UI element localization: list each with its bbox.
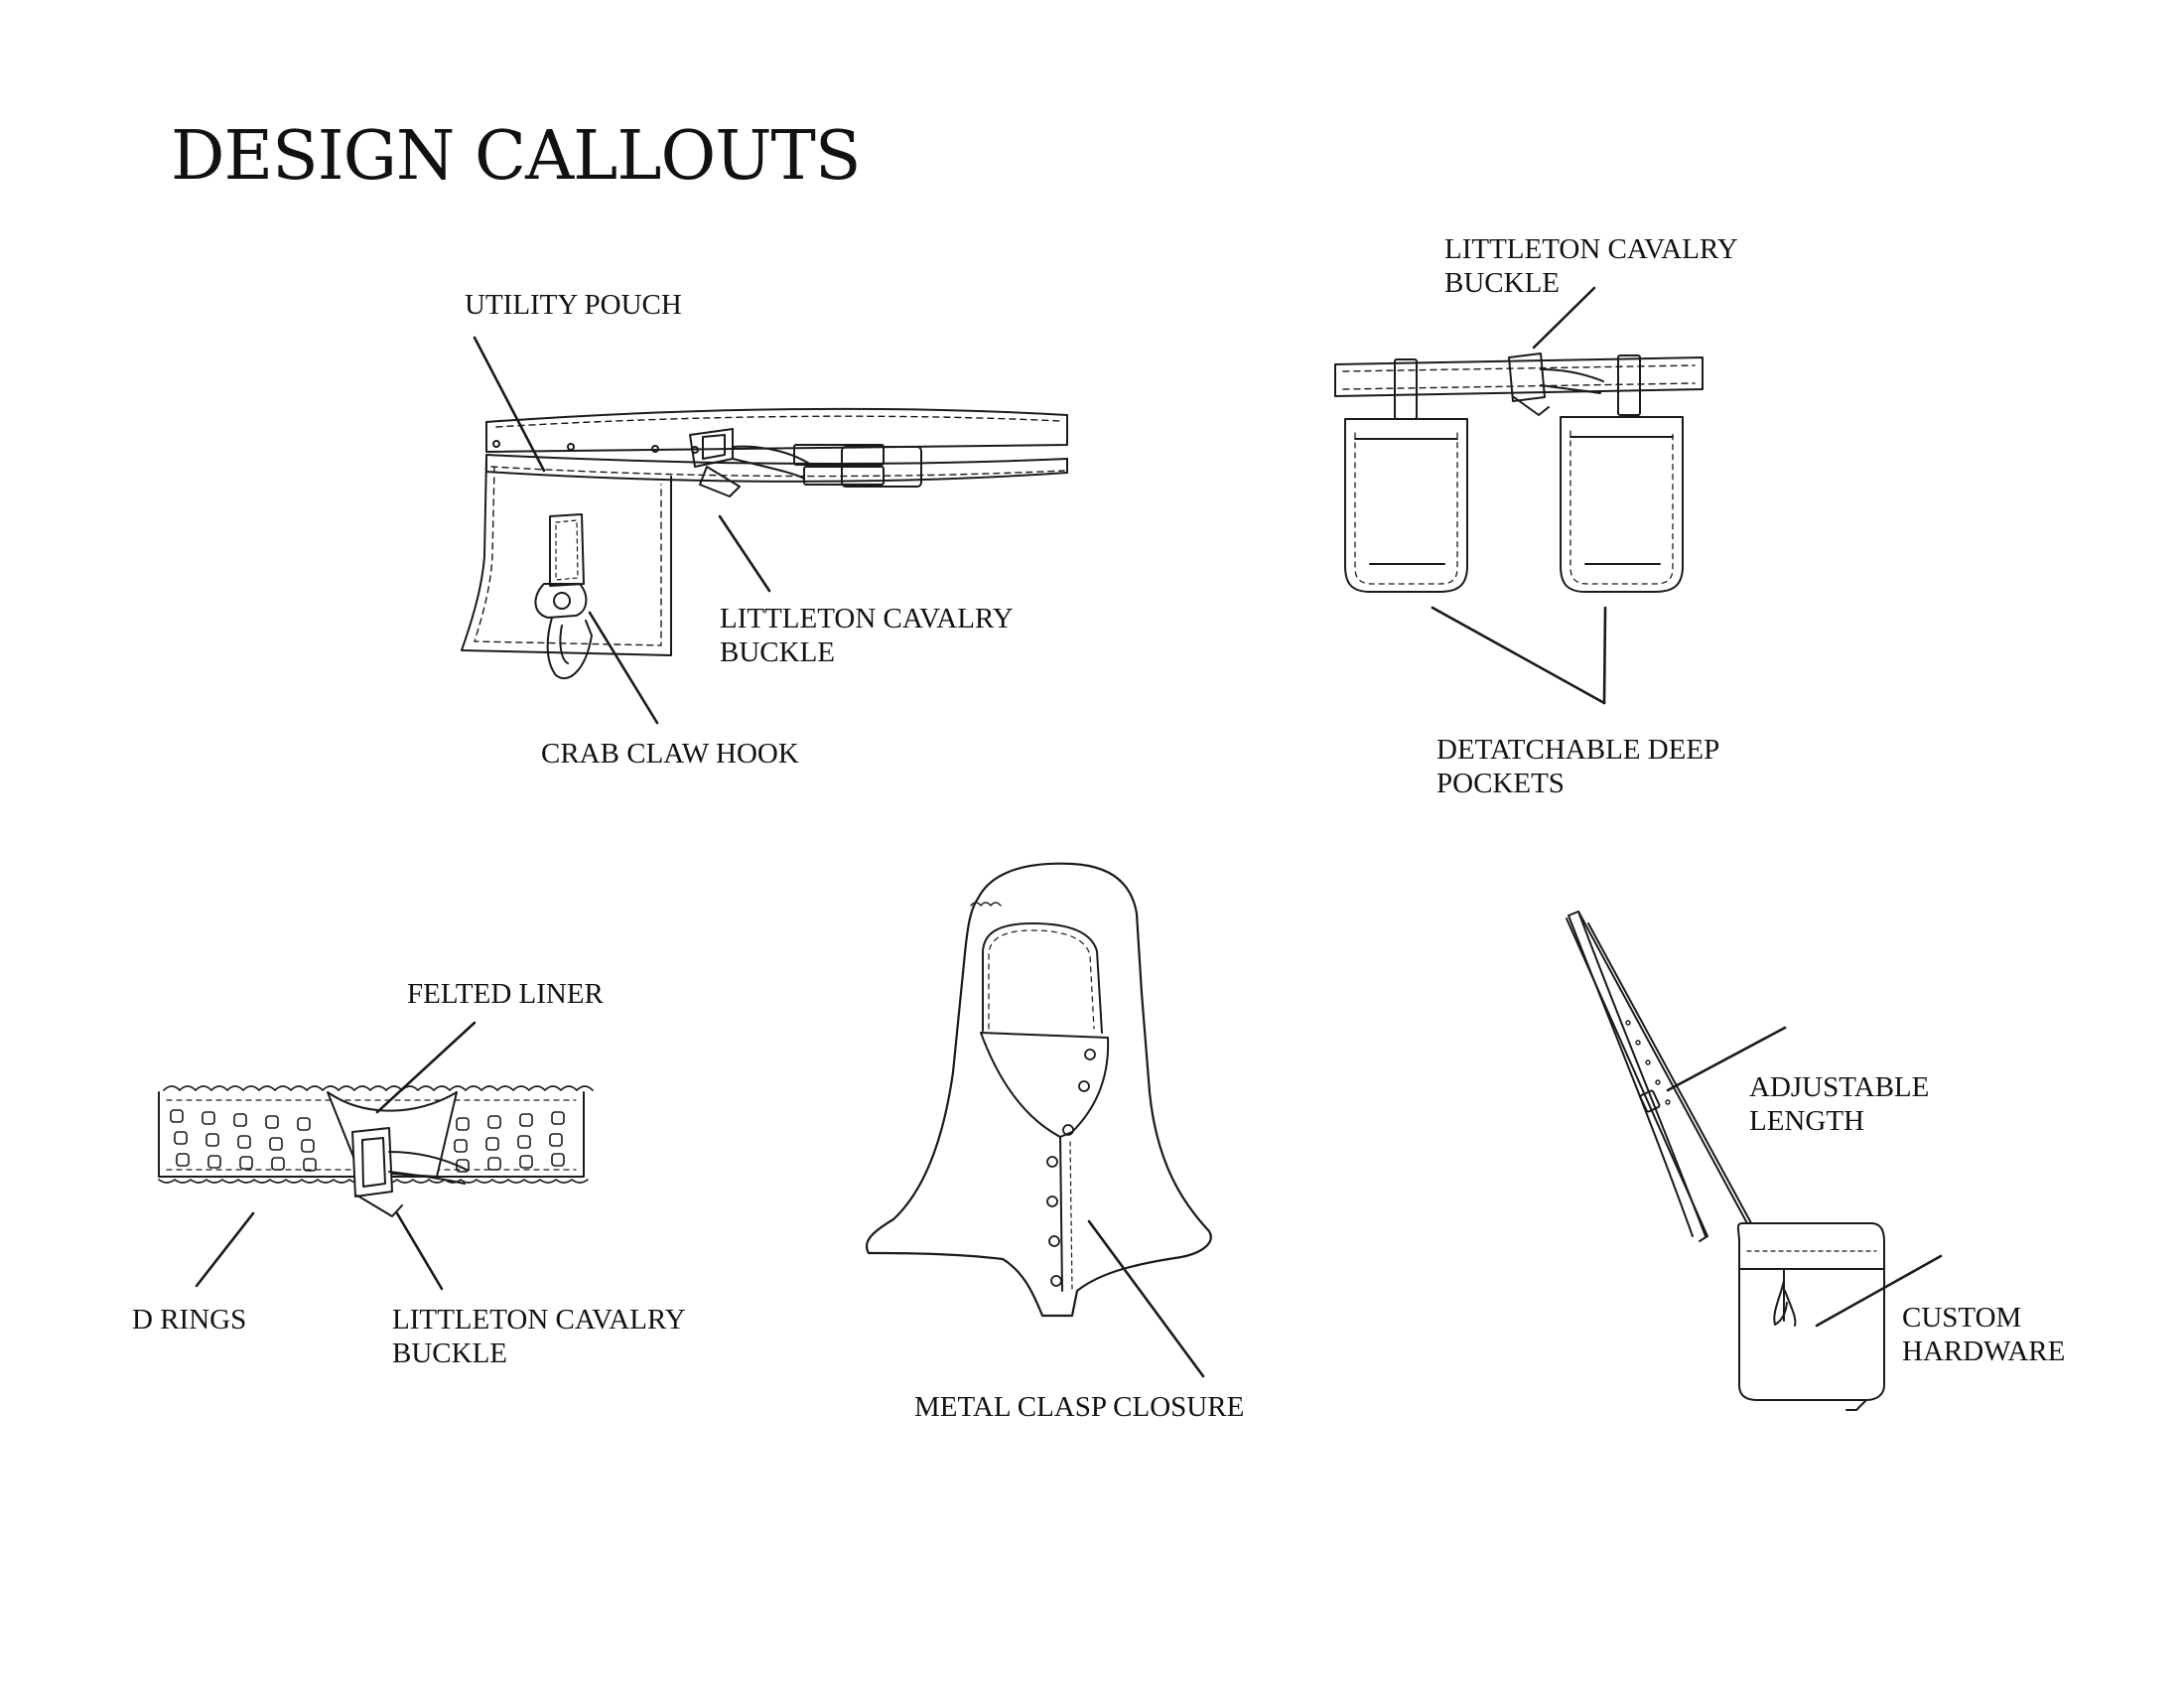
leader-crab-claw-hook — [588, 611, 659, 725]
leader-felted-liner — [375, 1021, 477, 1114]
callout-line: CUSTOM — [1902, 1302, 2022, 1334]
cavalry-buckle-icon — [689, 428, 815, 497]
leader-metal-clasp — [1087, 1219, 1205, 1378]
leader-utility-pouch — [473, 336, 546, 473]
page-title: DESIGN CALLOUTS — [171, 117, 861, 196]
callout-line: LITTLETON CAVALRY — [1444, 233, 1738, 265]
callout-line: POCKETS — [1436, 768, 1565, 799]
leader-d-rings — [195, 1211, 255, 1288]
callout-line: DETATCHABLE DEEP — [1436, 734, 1720, 766]
callout-line: BUCKLE — [1444, 267, 1560, 299]
belt-with-detachable-pockets — [1334, 352, 1704, 593]
callout-utility-pouch: UTILITY POUCH — [465, 289, 682, 321]
callout-d-rings: D RINGS — [132, 1304, 247, 1336]
callout-belt3-buckle: LITTLETON CAVALRY BUCKLE — [392, 1303, 686, 1370]
callout-line: ADJUSTABLE — [1749, 1071, 1930, 1103]
belt-with-utility-pouch — [461, 407, 1068, 680]
deep-pocket-right — [1560, 416, 1684, 593]
leader-adjustable-length — [1666, 1026, 1787, 1092]
callout-line: LITTLETON CAVALRY — [720, 603, 1014, 634]
callout-custom-hardware: CUSTOM HARDWARE — [1902, 1301, 2065, 1368]
cavalry-buckle-icon — [351, 1127, 468, 1217]
callout-line: LITTLETON CAVALRY — [392, 1304, 686, 1336]
callout-deep-pockets: DETATCHABLE DEEP POCKETS — [1436, 733, 1719, 800]
callout-line: HARDWARE — [1902, 1336, 2066, 1367]
custom-hardware-icon — [1771, 1268, 1798, 1327]
leader-pockets-right — [1602, 606, 1607, 705]
crab-claw-hook-icon — [534, 583, 593, 680]
felted-studded-belt — [158, 1085, 594, 1217]
leader-lines — [195, 286, 1943, 1378]
d-rings-icon — [170, 1109, 565, 1173]
leader-belt1-buckle — [718, 514, 771, 593]
callout-felted-liner: FELTED LINER — [407, 978, 604, 1010]
callout-line: LENGTH — [1749, 1105, 1864, 1137]
leader-custom-hardware — [1815, 1254, 1943, 1328]
callout-belt1-buckle: LITTLETON CAVALRY BUCKLE — [720, 602, 1014, 669]
deep-pocket-left — [1344, 418, 1468, 593]
callout-metal-clasp: METAL CLASP CLOSURE — [914, 1391, 1245, 1423]
callout-crab-claw-hook: CRAB CLAW HOOK — [541, 738, 799, 770]
cavalry-buckle-icon — [1508, 352, 1604, 416]
leader-belt2-buckle — [1532, 286, 1596, 350]
callout-belt2-buckle: LITTLETON CAVALRY BUCKLE — [1444, 232, 1738, 300]
leader-belt3-buckle — [395, 1211, 444, 1291]
callout-line: BUCKLE — [720, 636, 835, 668]
felted-hood — [866, 862, 1212, 1318]
callout-line: BUCKLE — [392, 1337, 507, 1369]
leader-pockets-left — [1431, 606, 1606, 705]
crossbody-bag — [1566, 911, 1885, 1411]
metal-clasp-icon — [1046, 1049, 1096, 1287]
callout-adjustable-length: ADJUSTABLE LENGTH — [1749, 1070, 1929, 1138]
